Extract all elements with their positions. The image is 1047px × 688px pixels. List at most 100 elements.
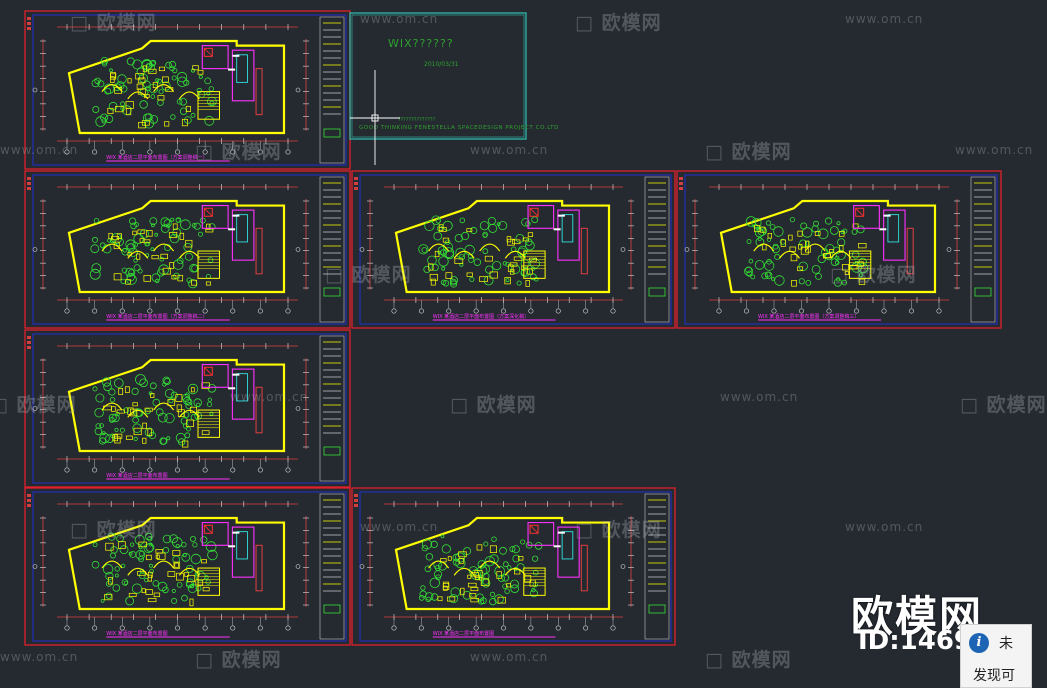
furniture-symbol <box>209 100 215 106</box>
furniture-symbol <box>102 564 114 575</box>
service-zone <box>557 526 580 578</box>
furniture-symbol <box>525 240 535 251</box>
sheet-title-strip <box>644 493 670 640</box>
furniture-symbol <box>105 592 112 599</box>
furniture-symbol <box>192 542 198 548</box>
furniture-symbol <box>491 536 497 542</box>
grid-axis-bubble <box>202 625 208 631</box>
furniture-symbol <box>765 220 772 226</box>
furniture-symbol <box>105 580 112 587</box>
drawing-sheet[interactable]: WIX 某酒店二层平面布置图 <box>24 487 351 646</box>
drawing-sheet[interactable]: WIX 某酒店二层平面布置图 <box>24 329 351 488</box>
furniture-symbol <box>91 79 100 88</box>
furniture-block <box>838 244 844 253</box>
furniture-symbol <box>149 568 154 574</box>
furniture-block <box>522 237 529 242</box>
drawing-sheet[interactable]: WIX 某酒店二层平面布置图（方案调整稿三） <box>676 170 1002 329</box>
furniture-symbol <box>468 257 474 263</box>
furniture-symbol <box>197 231 203 237</box>
curved-partition <box>428 243 450 252</box>
drawing-sheet[interactable]: WIX 某酒店二层平面布置图（方案调整稿二） <box>24 170 351 329</box>
elevator-symbol <box>529 524 539 534</box>
furniture-symbol <box>171 588 176 594</box>
grid-axis-bubble <box>64 308 70 314</box>
furniture-symbol <box>200 536 208 544</box>
room-label <box>228 387 236 390</box>
furniture-symbol <box>204 115 215 126</box>
grid-axis-bubble <box>92 308 98 314</box>
furniture-symbol <box>530 589 538 598</box>
core-room <box>527 205 555 229</box>
furniture-block <box>111 235 119 241</box>
service-zone <box>231 368 255 420</box>
furniture-block <box>517 556 524 561</box>
furniture-block <box>175 394 183 402</box>
furniture-symbol <box>152 580 160 587</box>
furniture-block <box>797 230 803 237</box>
title-company: GOOD THINKING FENESTELLA SPACEDESIGN PRO… <box>359 125 559 131</box>
furniture-symbol <box>149 60 156 67</box>
furniture-symbol <box>105 434 114 444</box>
furniture-symbol <box>117 74 127 84</box>
furniture-symbol <box>851 228 858 235</box>
furniture-block <box>201 430 210 436</box>
furniture-block <box>185 105 191 112</box>
curved-partition <box>101 243 123 252</box>
drawing-sheet[interactable]: WIX 某酒店二层平面布置图（方案调整稿一） <box>24 10 351 170</box>
furniture-symbol <box>482 248 489 255</box>
furniture-block <box>512 239 521 245</box>
furniture-symbol <box>459 217 466 224</box>
elevator-cross <box>204 366 213 376</box>
cad-drawing-canvas[interactable]: WIX 某酒店二层平面布置图（方案调整稿一）WIX 某酒店二层平面布置图（方案调… <box>0 0 1017 686</box>
furniture-symbol <box>817 228 829 240</box>
furniture-block <box>135 73 144 80</box>
margin-mark <box>27 27 31 30</box>
stair-block <box>197 91 220 120</box>
furniture-symbol <box>443 247 455 259</box>
furniture-block <box>137 77 146 84</box>
furniture-symbol <box>429 577 441 589</box>
furniture-block <box>838 231 845 237</box>
grid-axis-bubble <box>500 625 506 631</box>
furniture-symbol <box>452 558 460 566</box>
furniture-symbol <box>133 258 138 263</box>
furniture-block <box>113 241 120 250</box>
furniture-block <box>185 239 193 248</box>
furniture-symbol <box>477 560 486 569</box>
grid-axis-bubble <box>359 247 365 252</box>
furniture-symbol <box>488 223 498 233</box>
curved-partition <box>101 84 123 92</box>
furniture-symbol <box>176 98 183 105</box>
furniture-symbol <box>180 219 191 231</box>
grid-axis-bubble <box>610 625 616 631</box>
service-zone <box>557 209 580 261</box>
drawing-sheet[interactable]: WIX 某酒店二层平面布置图（方案深化稿） <box>351 170 676 329</box>
furniture-symbol <box>425 596 431 603</box>
furniture-symbol <box>484 556 495 567</box>
elevator-cross <box>204 207 213 217</box>
furniture-symbol <box>842 228 848 234</box>
grid-axis-bubble <box>716 308 722 314</box>
furniture-symbol <box>757 236 762 241</box>
furniture-block <box>111 406 116 412</box>
furniture-symbol <box>161 81 171 91</box>
furniture-symbol <box>99 423 104 428</box>
elevator-symbol <box>203 207 213 217</box>
furniture-symbol <box>835 277 841 282</box>
furniture-symbol <box>834 260 840 266</box>
furniture-symbol <box>181 594 188 602</box>
furniture-symbol <box>748 258 754 264</box>
drawing-sheet[interactable]: WIX 某酒店二层平面布置图 <box>351 487 676 646</box>
furniture-symbol <box>510 584 520 593</box>
furniture-block <box>489 545 497 553</box>
sheet-frame <box>351 487 676 646</box>
margin-mark <box>27 346 31 349</box>
furniture-block <box>179 232 185 240</box>
furniture-symbol <box>138 550 145 557</box>
furniture-symbol <box>473 258 482 266</box>
margin-mark <box>27 187 31 190</box>
furniture-symbol <box>125 596 135 606</box>
notification-toast[interactable]: i 未 发现可 <box>960 624 1032 688</box>
furniture-block <box>107 107 114 114</box>
furniture-symbol <box>418 244 429 255</box>
